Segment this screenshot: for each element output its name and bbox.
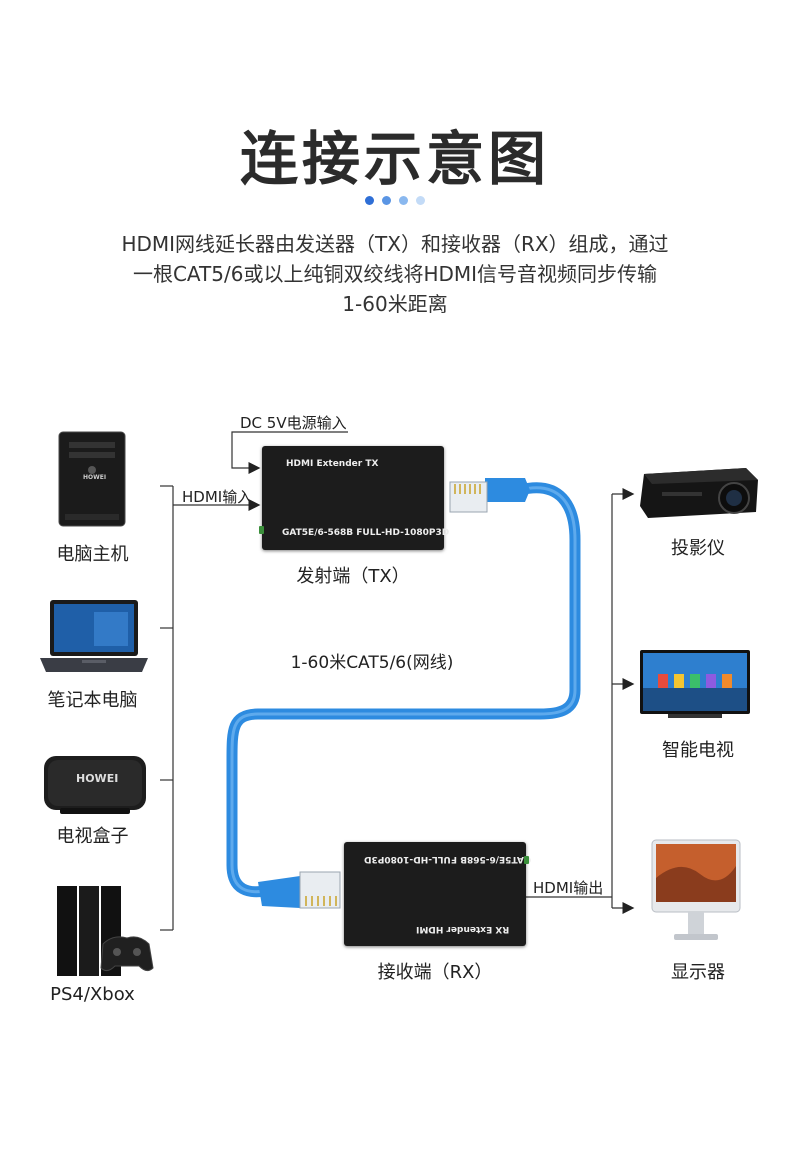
laptop-icon	[38, 598, 150, 680]
rx-led-icon	[524, 856, 529, 864]
monitor-icon	[650, 838, 742, 950]
intro-line-2: 一根CAT5/6或以上纯铜双绞线将HDMI信号音视频同步传输	[132, 262, 658, 286]
hdmi-output-label: HDMI输出	[533, 879, 604, 897]
display-bracket	[526, 488, 635, 914]
cable-label: 1-60米CAT5/6(网线)	[290, 653, 454, 673]
display-label-monitor: 显示器	[671, 962, 725, 983]
desktop-pc-icon: HOWEI	[55, 430, 130, 532]
title-dots	[0, 196, 790, 205]
display-label-projector: 投影仪	[671, 538, 725, 559]
rj45-plug-rx	[258, 871, 341, 909]
smart-tv-icon	[638, 648, 752, 726]
source-label-tvbox: 电视盒子	[56, 826, 129, 847]
source-label-console: PS4/Xbox	[50, 984, 135, 1005]
dot-3	[399, 196, 408, 205]
rj45-plug-tx	[449, 478, 530, 513]
intro-line-1: HDMI网线延长器由发送器（TX）和接收器（RX）组成，通过	[121, 232, 669, 256]
source-label-laptop: 笔记本电脑	[47, 690, 138, 711]
transmitter-box: HDMI Extender TX GAT5E/6-568B FULL-HD-10…	[259, 446, 449, 550]
power-input-line	[231, 431, 348, 474]
source-bracket	[160, 485, 261, 931]
hdmi-input-label: HDMI输入	[182, 488, 253, 506]
game-console-icon	[55, 884, 155, 984]
power-input-label: DC 5V电源输入	[240, 414, 347, 432]
dot-4	[416, 196, 425, 205]
pc-logo: HOWEI	[83, 474, 107, 481]
tx-led-icon	[259, 526, 264, 534]
rx-bottom-text: RX Extender HDMI	[416, 924, 510, 934]
tx-bottom-text: GAT5E/6-568B FULL-HD-1080P3D	[282, 528, 450, 538]
tv-box-logo: HOWEI	[76, 772, 119, 785]
tx-top-text: HDMI Extender TX	[286, 459, 379, 469]
projector-icon	[638, 464, 762, 526]
intro-line-3: 1-60米距离	[342, 292, 448, 316]
source-label-pc: 电脑主机	[56, 544, 129, 565]
tv-box-icon: HOWEI	[40, 752, 150, 822]
receiver-box: GAT5E/6-568B FULL-HD-1080P3D RX Extender…	[344, 842, 531, 946]
receiver-label: 接收端（RX）	[377, 962, 493, 983]
page-title: 连接示意图	[239, 125, 550, 193]
display-label-tv: 智能电视	[662, 740, 734, 761]
dot-1	[365, 196, 374, 205]
dot-2	[382, 196, 391, 205]
rx-top-text: GAT5E/6-568B FULL-HD-1080P3D	[364, 854, 532, 864]
transmitter-label: 发射端（TX）	[296, 566, 410, 587]
